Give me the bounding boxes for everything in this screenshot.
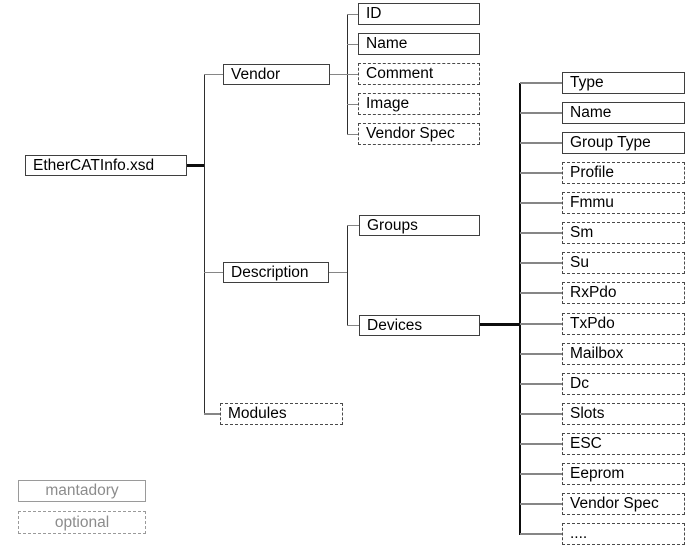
node-slots: Slots — [562, 403, 685, 425]
right-trunk-line — [519, 82, 521, 535]
node-image: Image — [358, 93, 480, 115]
connector-line — [347, 73, 358, 75]
connector-line — [520, 172, 562, 174]
connector-line — [204, 73, 223, 75]
connector-line — [520, 232, 562, 234]
devices-connector-line — [480, 323, 520, 326]
node-su: Su — [562, 252, 685, 274]
root-connector-line — [187, 164, 204, 167]
node-rxpdo: RxPdo — [562, 282, 685, 304]
node-dc: Dc — [562, 373, 685, 395]
legend-optional: optional — [18, 511, 146, 534]
connector-line — [347, 324, 359, 327]
node-vendor-name: Name — [358, 33, 480, 55]
node-id: ID — [358, 3, 480, 25]
description-trunk-line — [346, 225, 348, 326]
node-modules: Modules — [220, 403, 343, 425]
connector-line — [330, 73, 347, 75]
node-eeprom: Eeprom — [562, 463, 685, 485]
connector-line — [520, 202, 562, 204]
connector-line — [347, 133, 358, 135]
connector-line — [520, 503, 562, 505]
connector-line — [520, 323, 562, 325]
connector-line — [520, 473, 562, 475]
node-vendor-spec: Vendor Spec — [358, 123, 480, 145]
node-txpdo: TxPdo — [562, 313, 685, 335]
node-ethercatinfo-xsd: EtherCATInfo.xsd — [25, 155, 187, 176]
node-mailbox: Mailbox — [562, 343, 685, 365]
connector-line — [347, 43, 358, 45]
connector-line — [347, 13, 358, 15]
node-type: Type — [562, 72, 685, 94]
node-device-vendor-spec: Vendor Spec — [562, 493, 685, 515]
node-device-name: Name — [562, 102, 685, 124]
connector-line — [520, 142, 562, 144]
node-description: Description — [223, 262, 329, 283]
connector-line — [520, 353, 562, 355]
connector-line — [520, 82, 562, 84]
connector-line — [520, 413, 562, 415]
connector-line — [204, 271, 223, 273]
node-comment: Comment — [358, 63, 480, 85]
node-esc: ESC — [562, 433, 685, 455]
connector-line — [520, 262, 562, 264]
legend-mandatory: mantadory — [18, 480, 146, 502]
connector-line — [347, 224, 359, 227]
connector-line — [329, 271, 347, 273]
connector-line — [520, 112, 562, 114]
node-group-type: Group Type — [562, 132, 685, 154]
connector-line — [520, 383, 562, 385]
connector-line — [204, 413, 220, 415]
node-groups: Groups — [359, 215, 480, 236]
node-devices: Devices — [359, 315, 480, 336]
node-fmmu: Fmmu — [562, 192, 685, 214]
connector-line — [520, 443, 562, 445]
node-sm: Sm — [562, 222, 685, 244]
left-trunk-line — [203, 73, 205, 415]
connector-line — [347, 103, 358, 105]
node-vendor: Vendor — [223, 64, 330, 85]
connector-line — [520, 292, 562, 294]
node-profile: Profile — [562, 162, 685, 184]
connector-line — [520, 533, 562, 535]
node-ellipsis: .... — [562, 523, 685, 545]
